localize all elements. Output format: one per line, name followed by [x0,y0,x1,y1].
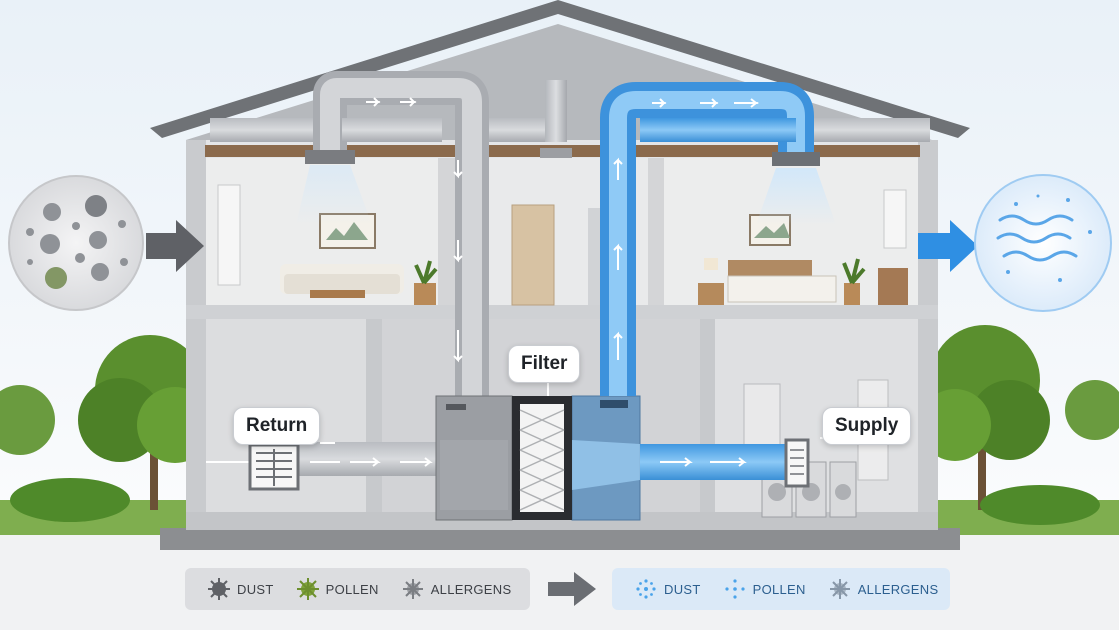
clean-air-arrow [918,220,978,272]
dust-icon [636,579,656,599]
allergen-icon [829,579,850,599]
pollen-icon [724,579,745,599]
supply-callout: Supply [822,407,912,445]
legend-arrow [548,572,596,606]
allergen-icon [402,579,423,599]
living-room [217,184,438,305]
dust-icon [208,578,230,600]
legend-unfiltered: DUST POLLEN ALLERGENS [185,568,530,610]
bedroom [698,189,908,305]
dirty-air-arrow [146,220,204,272]
return-callout: Return [233,407,321,445]
legend-item-dust: DUST [207,577,274,601]
legend-filtered: DUST POLLEN ALLERGENS [612,568,950,610]
supply-duct [572,82,836,490]
filter-callout: Filter [508,345,581,383]
return-duct [206,71,489,476]
clean-air-bubble [974,174,1112,312]
legend-item-allergens-clean: ALLERGENS [828,577,939,601]
supply-grille [784,438,810,488]
legend-item-allergens: ALLERGENS [401,577,512,601]
legend-item-pollen-clean: POLLEN [723,577,806,601]
filter-cartridge [512,396,572,520]
pollen-icon [296,578,319,600]
legend-item-dust-clean: DUST [634,577,701,601]
return-grille [248,443,300,491]
legend-item-pollen: POLLEN [296,577,379,601]
dirty-air-bubble [8,175,144,311]
